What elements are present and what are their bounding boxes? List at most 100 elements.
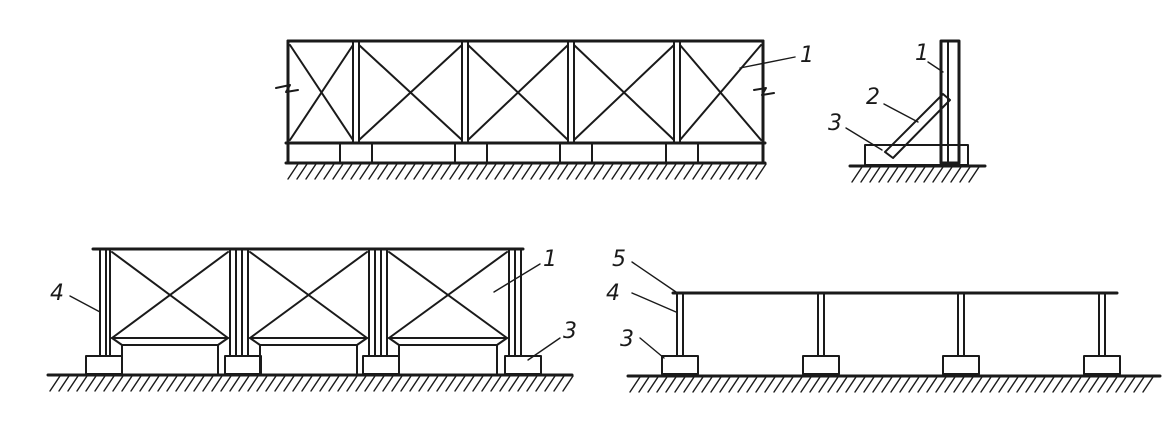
- ground-hatch-stroke: [593, 163, 605, 180]
- ground-hatch-stroke: [377, 163, 389, 180]
- ground-hatch-stroke: [76, 375, 88, 392]
- panel-d-ground-hatching: [629, 376, 1154, 393]
- ground-hatch-stroke: [148, 375, 160, 392]
- ground-hatch-stroke: [944, 376, 956, 393]
- ground-hatch-stroke: [959, 166, 971, 183]
- ground-hatch-stroke: [382, 375, 394, 392]
- ground-hatch-stroke: [710, 163, 722, 180]
- panel-b-callout-3: 3: [828, 111, 842, 136]
- panel-d-frame: 5 4 3: [606, 247, 1162, 393]
- ground-hatch-stroke: [499, 375, 511, 392]
- ground-hatch-stroke: [1079, 376, 1091, 393]
- ground-hatch-stroke: [301, 375, 313, 392]
- ground-hatch-stroke: [1070, 376, 1082, 393]
- ground-hatch-stroke: [103, 375, 115, 392]
- ground-hatch-stroke: [1034, 376, 1046, 393]
- ground-hatch-stroke: [773, 376, 785, 393]
- ground-hatch-stroke: [373, 375, 385, 392]
- ground-hatch-stroke: [368, 163, 380, 180]
- ground-hatch-stroke: [1052, 376, 1064, 393]
- ground-hatch-stroke: [355, 375, 367, 392]
- ground-hatch-stroke: [647, 376, 659, 393]
- ground-hatch-stroke: [638, 376, 650, 393]
- ground-hatch-stroke: [256, 375, 268, 392]
- ground-hatch-stroke: [818, 376, 830, 393]
- ground-hatch-stroke: [1097, 376, 1109, 393]
- ground-hatch-stroke: [782, 376, 794, 393]
- panel-c-posts: [99, 248, 522, 357]
- ground-hatch-stroke: [1016, 376, 1028, 393]
- ground-hatch-stroke: [656, 376, 668, 393]
- ground-hatch-stroke: [238, 375, 250, 392]
- ground-hatch-stroke: [193, 375, 205, 392]
- ground-hatch-stroke: [905, 166, 917, 183]
- ground-hatch-stroke: [917, 376, 929, 393]
- ground-hatch-stroke: [58, 375, 70, 392]
- ground-hatch-stroke: [989, 376, 1001, 393]
- ground-hatch-stroke: [1115, 376, 1127, 393]
- ground-hatch-stroke: [94, 375, 106, 392]
- ground-hatch-stroke: [535, 375, 547, 392]
- ground-hatch-stroke: [968, 166, 980, 183]
- panel-d-leader-4: [631, 292, 677, 313]
- ground-hatch-stroke: [85, 375, 97, 392]
- panel-b-strut: [884, 93, 951, 159]
- panel-d-callout-5: 5: [612, 247, 626, 272]
- panel-b-ground-hatching: [851, 166, 980, 183]
- ground-hatch-stroke: [896, 166, 908, 183]
- ground-hatch-stroke: [665, 163, 677, 180]
- ground-hatch-stroke: [728, 163, 740, 180]
- ground-hatch-stroke: [490, 375, 502, 392]
- ground-hatch-stroke: [310, 375, 322, 392]
- ground-hatch-stroke: [332, 163, 344, 180]
- ground-hatch-stroke: [413, 163, 425, 180]
- ground-hatch-stroke: [166, 375, 178, 392]
- ground-hatch-stroke: [719, 163, 731, 180]
- ground-hatch-stroke: [860, 166, 872, 183]
- ground-hatch-stroke: [755, 376, 767, 393]
- ground-hatch-stroke: [674, 376, 686, 393]
- panel-c-braced-wall: 4 1 3: [46, 247, 577, 392]
- ground-hatch-stroke: [220, 375, 232, 392]
- ground-hatch-stroke: [359, 163, 371, 180]
- ground-hatch-stroke: [869, 166, 881, 183]
- ground-hatch-stroke: [481, 375, 493, 392]
- ground-hatch-stroke: [328, 375, 340, 392]
- ground-hatch-stroke: [139, 375, 151, 392]
- ground-hatch-stroke: [418, 375, 430, 392]
- panel-c-callout-3: 3: [563, 319, 577, 344]
- panel-c-footings: [85, 355, 542, 375]
- ground-hatch-stroke: [998, 376, 1010, 393]
- ground-hatch-stroke: [887, 166, 899, 183]
- ground-hatch-stroke: [845, 376, 857, 393]
- panel-a-braced-wall: 1: [275, 39, 814, 180]
- ground-hatch-stroke: [49, 375, 61, 392]
- ground-hatch-stroke: [584, 163, 596, 180]
- ground-hatch-stroke: [692, 163, 704, 180]
- ground-hatch-stroke: [950, 166, 962, 183]
- ground-hatch-stroke: [611, 163, 623, 180]
- ground-hatch-stroke: [710, 376, 722, 393]
- ground-hatch-stroke: [791, 376, 803, 393]
- ground-hatch-stroke: [346, 375, 358, 392]
- panel-b-section: 1 2 3: [828, 39, 987, 183]
- ground-hatch-stroke: [283, 375, 295, 392]
- ground-hatch-stroke: [521, 163, 533, 180]
- ground-hatch-stroke: [923, 166, 935, 183]
- ground-hatch-stroke: [935, 376, 947, 393]
- ground-hatch-stroke: [440, 163, 452, 180]
- panel-b-leader-2: [883, 103, 919, 123]
- ground-hatch-stroke: [914, 166, 926, 183]
- ground-hatch-stroke: [755, 163, 767, 180]
- panel-a-cross-bracing: [289, 44, 762, 141]
- ground-hatch-stroke: [941, 166, 953, 183]
- ground-hatch-stroke: [683, 376, 695, 393]
- ground-hatch-stroke: [467, 163, 479, 180]
- panel-b-callout-1: 1: [915, 41, 929, 66]
- ground-hatch-stroke: [553, 375, 565, 392]
- ground-hatch-stroke: [130, 375, 142, 392]
- panel-c-callout-1: 1: [543, 247, 557, 272]
- ground-hatch-stroke: [202, 375, 214, 392]
- ground-hatch-stroke: [517, 375, 529, 392]
- ground-hatch-stroke: [953, 376, 965, 393]
